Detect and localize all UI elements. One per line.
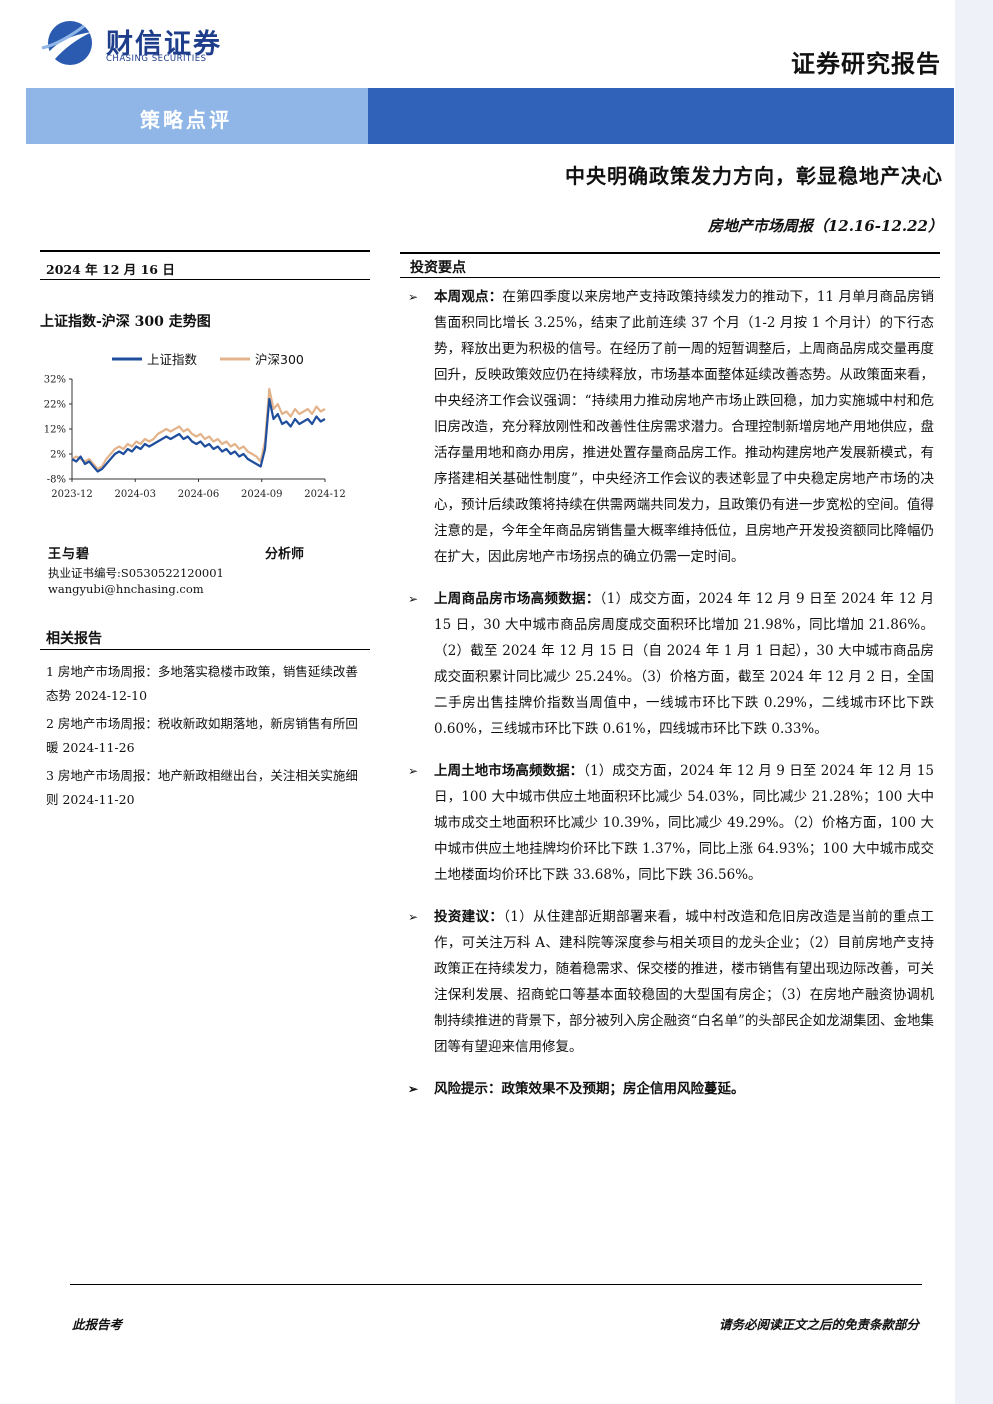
bullet-text: 政策效果不及预期；房企信用风险蔓延。: [501, 1081, 745, 1097]
analyst-role: 分析师: [265, 547, 305, 562]
related-report-item[interactable]: 1 房地产市场周报：多地落实稳楼市政策，销售延续改善态势 2024-12-10: [46, 664, 358, 703]
arrow-bullet-icon: ➢: [408, 592, 419, 606]
x-tick-label: 2024-09: [241, 489, 283, 500]
bullet-lead: 上周土地市场高频数据：: [434, 763, 584, 779]
footer-divider: [70, 1284, 922, 1285]
y-tick-label: -8%: [47, 475, 66, 486]
related-report-item[interactable]: 3 房地产市场周报：地产新政相继出台，关注相关实施细则 2024-11-20: [46, 768, 358, 807]
bullet-investment-advice: ➢ 投资建议：（1）从住建部近期部署来看，城中村改造和危旧房改造是当前的重点工作…: [408, 904, 934, 1060]
arrow-bullet-icon: ➢: [408, 910, 419, 924]
bullet-lead: 本周观点：: [434, 289, 503, 305]
series-line-csi300: [71, 387, 326, 471]
arrow-bullet-icon: ➢: [408, 764, 419, 778]
bullet-lead: 上周商品房市场高频数据：: [434, 591, 600, 607]
banner-right: [368, 88, 954, 144]
related-report-item[interactable]: 2 房地产市场周报：税收新政如期落地，新房销售有所回暖 2024-11-26: [46, 716, 358, 755]
investment-points: ➢ 本周观点：在第四季度以来房地产支持政策持续发力的推动下，11 月单月商品房销…: [408, 284, 934, 1118]
analyst-name: 王与碧: [48, 547, 91, 562]
y-tick-label: 12%: [44, 425, 66, 436]
series-line-shanghai: [71, 397, 326, 473]
investment-points-heading: 投资要点: [400, 252, 940, 278]
company-name-cn: 财信证券: [106, 29, 222, 60]
related-reports-heading: 相关报告: [40, 628, 370, 650]
bullet-lead: 风险提示：: [434, 1081, 502, 1097]
page-title: 中央明确政策发力方向，彰显稳地产决心: [565, 164, 943, 188]
bullet-land-data: ➢ 上周土地市场高频数据：（1）成交方面，2024 年 12 月 9 日至 20…: [408, 758, 934, 888]
bullet-risk: ➢ 风险提示：政策效果不及预期；房企信用风险蔓延。: [408, 1076, 934, 1102]
related-reports-list: 1 房地产市场周报：多地落实稳楼市政策，销售延续改善态势 2024-12-10 …: [46, 660, 361, 816]
x-tick-label: 2023-12: [51, 489, 93, 500]
analyst-cert: 执业证书编号:S0530522120001: [48, 566, 224, 580]
index-trend-chart: 32% 22% 12% 2% -8% 2023-12 2024-03 2024-06 2024-…: [44, 352, 346, 500]
y-tick-label: 2%: [50, 450, 66, 461]
legend-label: 上证指数: [147, 352, 198, 367]
bullet-text: （1）成交方面，2024 年 12 月 9 日至 2024 年 12 月 15 …: [434, 763, 935, 883]
chart-title: 上证指数-沪深 300 走势图: [40, 314, 211, 330]
arrow-bullet-icon: ➢: [408, 1082, 419, 1096]
bullet-weekly-view: ➢ 本周观点：在第四季度以来房地产支持政策持续发力的推动下，11 月单月商品房销…: [408, 284, 934, 570]
x-tick-label: 2024-06: [178, 489, 220, 500]
banner-left: [26, 88, 368, 144]
legend-label: 沪深300: [255, 352, 304, 367]
company-logo-icon: [41, 21, 92, 65]
y-tick-label: 32%: [44, 375, 66, 386]
bullet-text: （1）从住建部近期部署来看，城中村改造和危旧房改造是当前的重点工作，可关注万科 …: [434, 909, 935, 1055]
page-subtitle: 房地产市场周报（12.16-12.22）: [707, 217, 943, 235]
bullet-text: （1）成交方面，2024 年 12 月 9 日至 2024 年 12 月 15 …: [434, 591, 935, 737]
y-tick-label: 22%: [44, 400, 66, 411]
report-date: 2024 年 12 月 16 日: [40, 250, 370, 280]
bullet-text: 在第四季度以来房地产支持政策持续发力的推动下，11 月单月商品房销售面积同比增长…: [434, 289, 935, 565]
footer-left-text: 此报告考: [72, 1317, 123, 1332]
bullet-lead: 投资建议：: [434, 909, 504, 925]
company-name-en: CHASING SECURITIES: [106, 54, 207, 64]
report-type: 证券研究报告: [791, 49, 941, 78]
x-tick-label: 2024-03: [114, 489, 156, 500]
analyst-email: wangyubi@hnchasing.com: [48, 582, 204, 596]
bullet-housing-data: ➢ 上周商品房市场高频数据：（1）成交方面，2024 年 12 月 9 日至 2…: [408, 586, 934, 742]
x-tick-label: 2024-12: [304, 489, 346, 500]
footer-disclaimer-note: 请务必阅读正文之后的免责条款部分: [718, 1317, 919, 1332]
report-category: 策略点评: [140, 108, 232, 132]
right-margin-strip: [955, 0, 993, 1404]
arrow-bullet-icon: ➢: [408, 290, 419, 304]
